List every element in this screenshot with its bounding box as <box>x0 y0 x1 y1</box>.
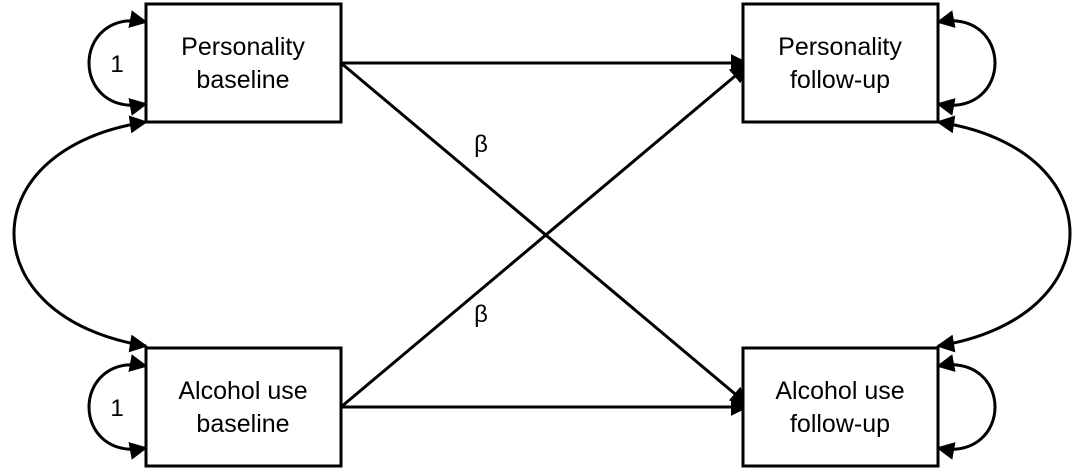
variance-loop-personality-followup <box>936 10 997 116</box>
node-box <box>741 346 940 468</box>
node-box <box>741 2 940 124</box>
node-personality-followup: Personality follow-up <box>741 2 940 124</box>
node-personality-baseline: Personality baseline <box>144 2 343 124</box>
path-personality-to-alcohol-cross-lag <box>340 61 749 406</box>
node-label-line1: Personality <box>778 33 902 61</box>
node-box <box>144 346 343 468</box>
node-alcohol-baseline: Alcohol use baseline <box>144 346 343 468</box>
path-alcohol-to-personality-cross-lag <box>340 64 749 409</box>
cross-lag-label-lower: β <box>474 301 488 328</box>
variance-loop-alcohol-followup <box>936 354 997 460</box>
node-label-line1: Personality <box>181 33 305 61</box>
node-box <box>144 2 343 124</box>
variance-loop-personality-baseline <box>87 10 148 116</box>
variance-label-alcohol-baseline: 1 <box>110 395 123 422</box>
node-alcohol-followup: Alcohol use follow-up <box>741 346 940 468</box>
node-label-line2: baseline <box>196 66 289 94</box>
node-label-line1: Alcohol use <box>178 377 307 405</box>
covariance-baseline-arc <box>12 115 148 353</box>
node-label-line1: Alcohol use <box>775 377 904 405</box>
covariance-followup-arc <box>936 115 1072 353</box>
variance-label-personality-baseline: 1 <box>110 51 123 78</box>
cross-lag-label-upper: β <box>474 131 488 158</box>
variance-loop-alcohol-baseline <box>87 354 148 460</box>
node-label-line2: follow-up <box>790 410 890 438</box>
node-label-line2: follow-up <box>790 66 890 94</box>
node-label-line2: baseline <box>196 410 289 438</box>
